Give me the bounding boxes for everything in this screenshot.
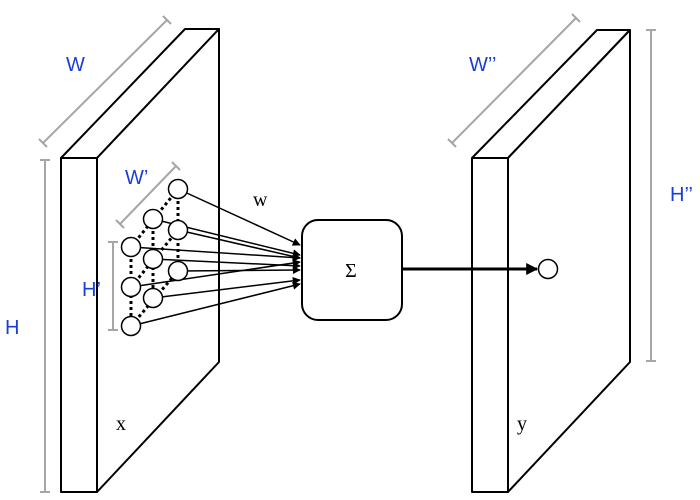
- input-width-tick-a: [38, 138, 48, 148]
- input-slab-front: [60, 157, 98, 493]
- kernel-width-tick-b: [171, 161, 181, 171]
- kernel-nodes: [120, 178, 189, 337]
- weight-arrow: [152, 258, 301, 270]
- weight-arrow: [130, 246, 301, 262]
- input-name-label: x: [116, 413, 126, 435]
- weight-arrow: [177, 266, 301, 275]
- output-slab-side: [507, 29, 631, 493]
- output-width-tick-a: [447, 138, 457, 148]
- output-dimensions: [447, 13, 656, 362]
- kernel-width-tick-a: [115, 219, 125, 229]
- kernel-node: [120, 276, 142, 298]
- input-width-label: W: [66, 54, 85, 76]
- output-width-tick-b: [571, 13, 581, 23]
- weights-label: w: [253, 189, 268, 211]
- weight-arrow: [177, 229, 301, 261]
- output-width-label: W’’: [469, 54, 496, 76]
- kernel-dimensions: [108, 161, 181, 331]
- input-height-label: H: [5, 317, 19, 339]
- sum-symbol: Σ: [345, 260, 357, 282]
- kernel-width-line: [119, 165, 177, 225]
- kernel-node: [142, 287, 164, 309]
- kernel-node: [167, 178, 189, 200]
- output-slab-front: [471, 157, 509, 493]
- input-dimensions: [38, 15, 172, 493]
- output-node: [537, 258, 559, 280]
- kernel-node: [120, 315, 142, 337]
- input-width-line: [42, 19, 168, 144]
- weight-arrow: [130, 259, 301, 288]
- output-name-label: y: [517, 413, 527, 435]
- input-width-tick-b: [162, 15, 172, 25]
- kernel-node: [142, 208, 164, 230]
- kernel-node: [120, 236, 142, 258]
- weight-arrow: [152, 276, 301, 299]
- weight-arrow: [130, 281, 301, 327]
- kernel-node: [142, 248, 164, 270]
- weight-arrow: [177, 188, 301, 246]
- output-width-line: [451, 17, 577, 144]
- kernel-height-label: H’: [82, 279, 101, 301]
- output-height-label: H’’: [670, 184, 693, 206]
- output-feature-map: [471, 29, 631, 493]
- kernel-node: [167, 219, 189, 241]
- kernel-width-label: W’: [125, 167, 148, 189]
- kernel-node: [167, 260, 189, 282]
- weight-connections: [130, 188, 301, 327]
